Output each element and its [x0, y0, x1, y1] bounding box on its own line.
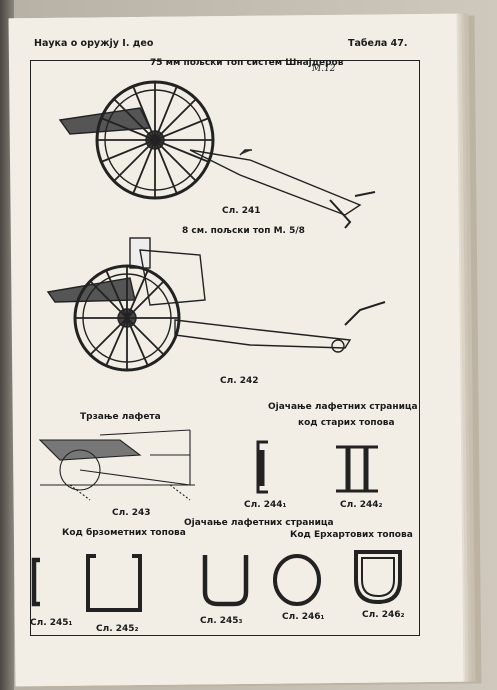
plate-frame: [30, 60, 420, 636]
gun-241-note: M.12: [312, 64, 336, 74]
trail-title: Трзање лафета: [80, 412, 161, 422]
caption-245-2: Сл. 245₂: [96, 624, 139, 634]
profile-245-2: [86, 554, 142, 612]
caption-241: Сл. 241: [222, 206, 261, 216]
quickfire-title: Код брзометних топова: [62, 528, 186, 538]
caption-245-1: Сл. 245₁: [30, 618, 73, 628]
gun-241-drawing: [58, 80, 376, 229]
running-header-left: Наука о оружју I. део: [34, 38, 154, 49]
running-header-right: Табела 47.: [348, 38, 408, 49]
caption-243: Сл. 243: [112, 508, 151, 518]
reinforce-new-title: Ојачање лафетних страница: [184, 518, 334, 528]
profile-246-1: [273, 554, 321, 606]
reinforce-old-subtitle: код старих топова: [298, 418, 395, 428]
caption-244-2: Сл. 244₂: [340, 500, 383, 510]
caption-245-3: Сл. 245₃: [200, 616, 243, 626]
profile-245-1: [31, 557, 40, 607]
caption-244-1: Сл. 244₁: [244, 500, 287, 510]
caption-242: Сл. 242: [220, 376, 259, 386]
gun-242-title: 8 см. пољски топ М. 5/8: [182, 226, 305, 236]
profile-246-2: [354, 550, 402, 605]
ehrhardt-title: Код Ерхартових топова: [290, 530, 413, 540]
gun-242-drawing: [46, 237, 386, 372]
profile-244-1: [256, 440, 268, 494]
reinforce-old-title: Ојачање лафетних страница: [268, 402, 418, 412]
gun-241-title: 75 мм пољски топ систем Шнајдеров: [150, 58, 344, 68]
caption-246-1: Сл. 246₁: [282, 612, 325, 622]
caption-246-2: Сл. 246₂: [362, 610, 405, 620]
profile-244-2: [336, 445, 378, 493]
profile-245-3: [202, 555, 249, 607]
recoil-diagram-243: [38, 429, 195, 501]
